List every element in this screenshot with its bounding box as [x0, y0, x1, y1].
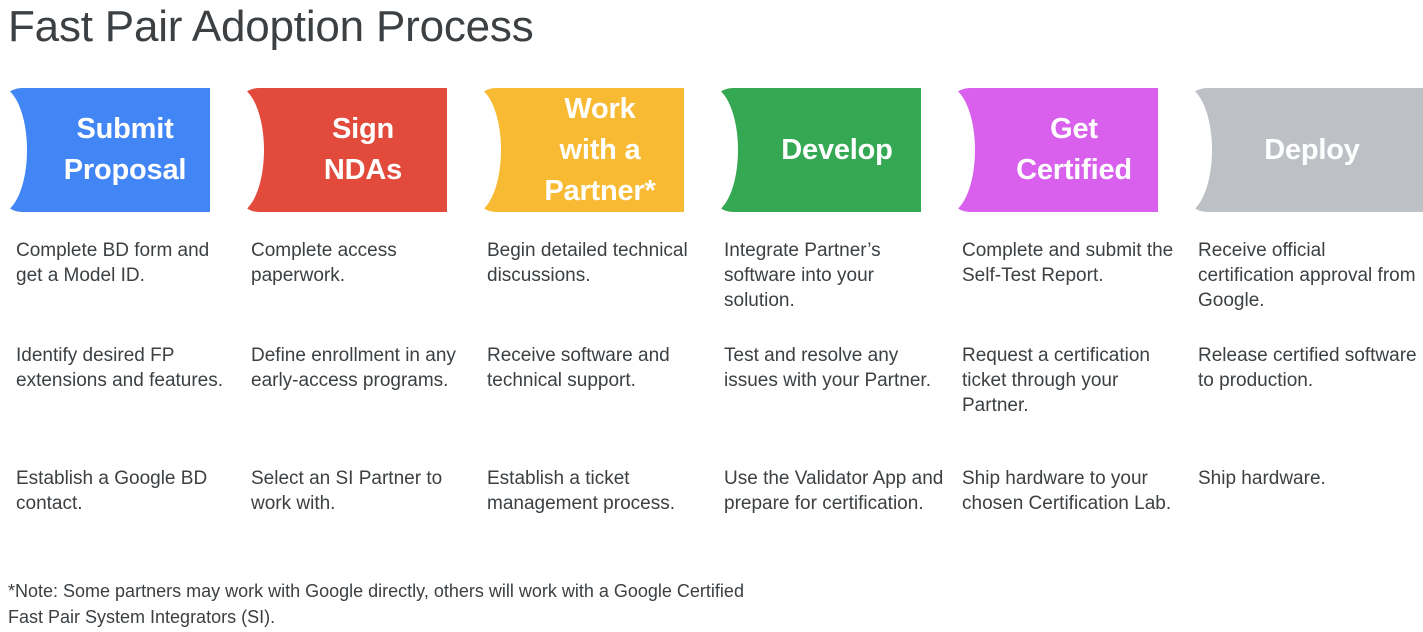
process-step-label: Submit Proposal — [63, 113, 187, 186]
detail-item: Complete and submit the Self-Test Report… — [962, 240, 1174, 286]
chevron-left-notch — [0, 87, 27, 213]
detail-item: Ship hardware to your chosen Certificati… — [962, 468, 1172, 514]
detail-item: Release certified software to production… — [1198, 345, 1417, 391]
detail-item: Use the Validator App and prepare for ce… — [724, 468, 944, 514]
page-title: Fast Pair Adoption Process — [8, 2, 534, 51]
detail-item: Identify desired FP extensions and featu… — [16, 345, 224, 391]
detail-item: Complete BD form and get a Model ID. — [16, 240, 210, 286]
process-step-submit-proposal[interactable]: Submit Proposal — [0, 87, 260, 213]
process-chevron-band: Submit Proposal Sign NDAs Work with a Pa… — [0, 87, 1423, 213]
detail-item: Integrate Partner’s software into your s… — [724, 240, 881, 311]
process-step-get-certified[interactable]: Get Certified — [921, 87, 1210, 213]
chevron-left-notch — [210, 87, 264, 213]
detail-item: Define enrollment in any early-access pr… — [251, 345, 456, 391]
chevron-left-notch — [1158, 87, 1212, 213]
footnote-text: *Note: Some partners may work with Googl… — [8, 581, 744, 627]
process-step-deploy[interactable]: Deploy — [1158, 87, 1423, 213]
detail-item: Establish a ticket management process. — [487, 468, 675, 514]
process-step-label: Develop — [781, 133, 893, 166]
detail-item: Receive official certification approval … — [1198, 240, 1416, 311]
detail-item: Begin detailed technical discussions. — [487, 240, 688, 286]
detail-item: Complete access paperwork. — [251, 240, 397, 286]
process-step-develop[interactable]: Develop — [684, 87, 973, 213]
detail-item: Request a certification ticket through y… — [962, 345, 1150, 416]
process-step-label: Work with a Partner* — [544, 92, 656, 207]
detail-item: Ship hardware. — [1198, 468, 1326, 489]
detail-item: Select an SI Partner to work with. — [251, 468, 443, 514]
process-step-label: Deploy — [1264, 133, 1360, 166]
process-step-label: Get Certified — [1016, 113, 1132, 186]
chevron-left-notch — [447, 87, 501, 213]
process-step-label: Sign NDAs — [323, 113, 403, 186]
process-step-work-with-a-partner[interactable]: Work with a Partner* — [447, 87, 736, 213]
process-step-sign-ndas[interactable]: Sign NDAs — [210, 87, 499, 213]
detail-item: Establish a Google BD contact. — [16, 468, 208, 514]
detail-item: Test and resolve any issues with your Pa… — [724, 345, 931, 391]
chevron-left-notch — [921, 87, 975, 213]
detail-item: Receive software and technical support. — [487, 345, 670, 391]
process-detail-columns: Complete BD form and get a Model ID. Ide… — [0, 238, 1423, 538]
chevron-left-notch — [684, 87, 738, 213]
